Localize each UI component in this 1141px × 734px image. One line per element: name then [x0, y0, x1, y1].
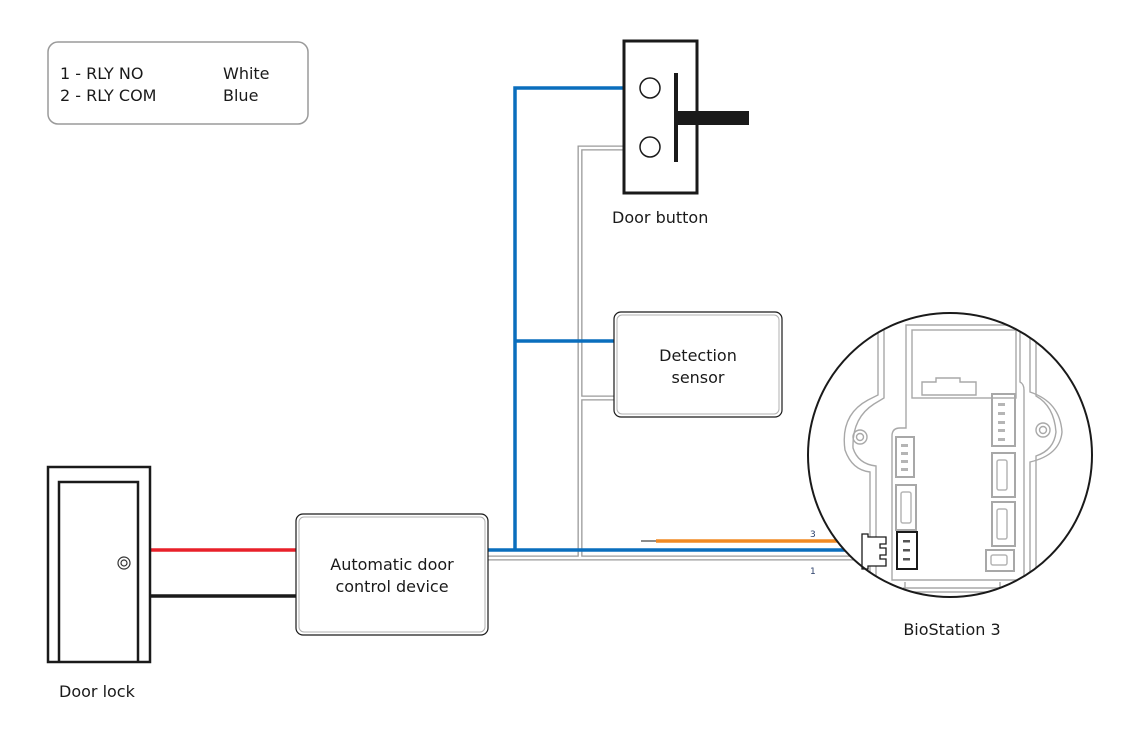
connector-pins	[900, 403, 1008, 566]
legend-border	[47, 41, 309, 125]
detection-sensor-label-1: Detection	[659, 346, 737, 365]
door-panel	[57, 480, 140, 662]
door-button-terminal-1	[639, 77, 661, 99]
relay-plug	[861, 533, 887, 570]
legend-box: 1 - RLY NO White 2 - RLY COM Blue	[47, 41, 309, 125]
door-lock-label: Door lock	[59, 682, 136, 701]
legend-row-1-color: White	[223, 64, 270, 83]
biostation-magnifier-circle	[807, 312, 1093, 598]
door-button-terminal-2	[639, 136, 661, 158]
pin-label-3: 3	[810, 530, 816, 540]
detection-sensor-label-2: sensor	[671, 368, 724, 387]
auto-door-label-2: control device	[335, 577, 448, 596]
door-lock: Door lock	[46, 465, 152, 701]
biostation-3: BioStation 3	[807, 312, 1093, 639]
detection-sensor: Detection sensor	[613, 311, 783, 418]
legend-row-2-pin: 2 - RLY COM	[60, 86, 156, 105]
biostation-label: BioStation 3	[903, 620, 1000, 639]
auto-door-label-1: Automatic door	[330, 555, 454, 574]
biostation-board	[843, 313, 1063, 597]
auto-door-inner	[298, 516, 486, 633]
blue-wire-rly-com	[487, 86, 862, 552]
door-button: Door button	[612, 39, 749, 227]
legend-row-1-pin: 1 - RLY NO	[60, 64, 143, 83]
door-button-label: Door button	[612, 208, 708, 227]
automatic-door-control-device: Automatic door control device	[295, 513, 489, 636]
legend-row-2-color: Blue	[223, 86, 258, 105]
detection-sensor-outer	[613, 311, 783, 418]
detection-sensor-inner	[616, 314, 780, 415]
door-button-plunger	[676, 111, 749, 125]
auto-door-outer	[295, 513, 489, 636]
white-wire-rly-no	[487, 145, 862, 561]
door-frame	[46, 465, 152, 664]
pin-label-1: 1	[810, 567, 816, 577]
door-knob-icon	[117, 556, 131, 570]
